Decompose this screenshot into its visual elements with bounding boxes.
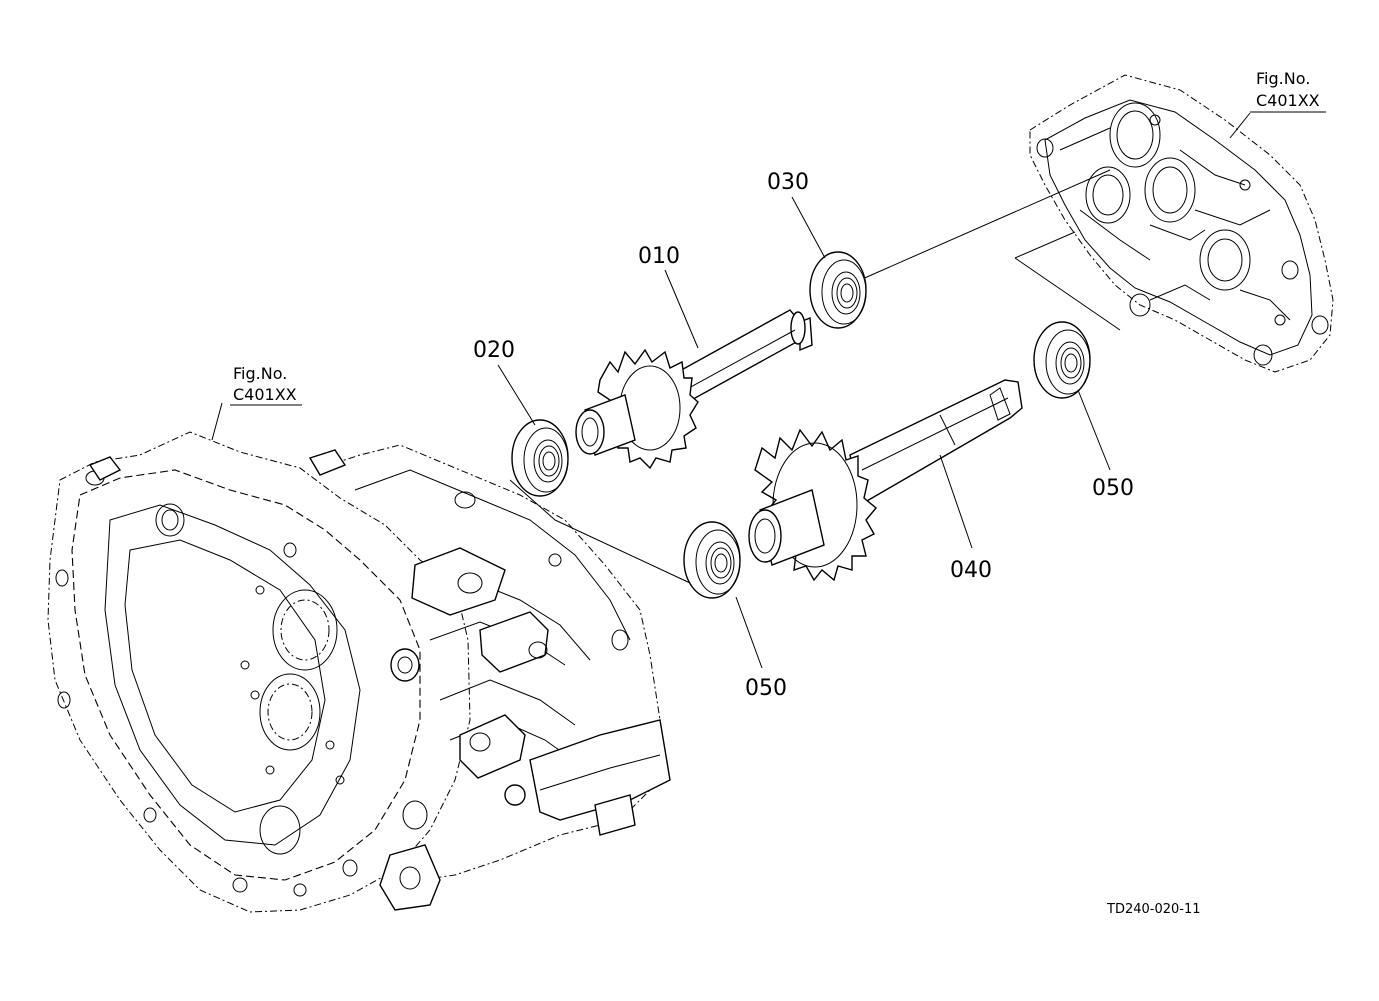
figure-ref-left: Fig.No. C401XX <box>230 364 302 406</box>
fig-code: C401XX <box>1256 91 1320 110</box>
part-050-bearing-lower <box>683 521 741 599</box>
label-010: 010 <box>638 244 680 269</box>
fig-no-label: Fig.No. <box>1256 69 1310 88</box>
part-010-shaft-gear <box>575 309 813 470</box>
label-050-lower: 050 <box>745 676 787 701</box>
label-050-upper: 050 <box>1092 476 1134 501</box>
label-030: 030 <box>767 170 809 195</box>
part-labels: 010 020 030 040 050 050 <box>473 170 1134 701</box>
fig-no-label: Fig.No. <box>233 364 287 383</box>
label-020: 020 <box>473 338 515 363</box>
figure-ref-right: Fig.No. C401XX <box>1250 69 1326 113</box>
drawing-code: TD240-020-11 <box>1106 902 1201 917</box>
fig-code: C401XX <box>233 385 297 404</box>
transmission-case-drawing <box>47 431 671 913</box>
part-030-bearing <box>809 251 867 329</box>
part-040-shaft-gear <box>748 379 1023 582</box>
label-040: 040 <box>950 558 992 583</box>
part-020-bearing <box>511 419 569 497</box>
alignment-lines <box>509 169 1121 584</box>
part-050-bearing-upper <box>1033 321 1091 399</box>
cover-plate-drawing <box>1029 74 1334 373</box>
leader-lines <box>211 112 1251 669</box>
